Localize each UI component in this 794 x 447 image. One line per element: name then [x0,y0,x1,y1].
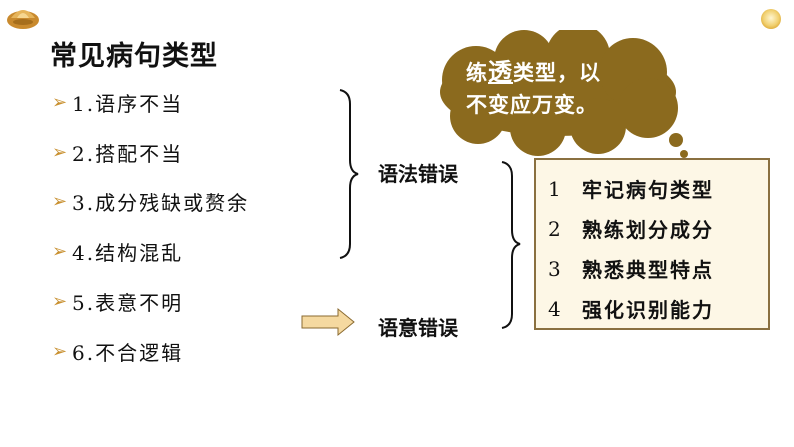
list-item-label: 6.不合逻辑 [72,341,184,365]
category-meaning-error: 语意错误 [378,316,458,340]
tip-item: 3 熟悉典型特点 [548,254,714,283]
list-item-label: 5.表意不明 [72,291,184,315]
brace-right-group [501,161,521,329]
tip-label: 强化识别能力 [582,298,714,322]
chevron-right-icon: ➢ [52,241,68,262]
list-item: ➢ 5.表意不明 [52,287,183,316]
list-item: ➢ 3.成分残缺或赘余 [52,187,249,216]
sun-icon [761,9,781,29]
list-item: ➢ 2.搭配不当 [52,138,183,167]
lotus-logo-icon [7,10,39,29]
list-item: ➢ 1.语序不当 [52,88,183,117]
cloud-text-suffix: 类型，以 [513,61,601,85]
tip-number: 4 [548,296,561,321]
thought-cloud [440,30,688,158]
tip-item: 2 熟练划分成分 [548,214,714,243]
tip-label: 牢记病句类型 [582,178,714,202]
tip-number: 3 [548,256,561,281]
tip-number: 2 [548,216,561,241]
tip-label: 熟悉典型特点 [582,258,714,282]
chevron-right-icon: ➢ [52,291,68,312]
cloud-text-prefix: 练 [466,61,488,85]
list-item: ➢ 4.结构混乱 [52,237,183,266]
tip-item: 4 强化识别能力 [548,294,714,323]
brace-left-group [339,89,359,259]
cloud-text: 练透类型，以 不变应万变。 [466,56,666,121]
chevron-right-icon: ➢ [52,191,68,212]
chevron-right-icon: ➢ [52,341,68,362]
tip-number: 1 [548,176,561,201]
list-item: ➢ 6.不合逻辑 [52,337,183,366]
chevron-right-icon: ➢ [52,142,68,163]
list-item-label: 1.语序不当 [72,92,184,116]
list-item-label: 3.成分残缺或赘余 [72,191,250,215]
tip-label: 熟练划分成分 [582,218,714,242]
tip-item: 1 牢记病句类型 [548,174,714,203]
category-grammar-error: 语法错误 [378,162,458,186]
right-arrow-icon [301,307,355,337]
list-item-label: 2.搭配不当 [72,142,184,166]
chevron-right-icon: ➢ [52,92,68,113]
page-title: 常见病句类型 [50,41,218,72]
list-item-label: 4.结构混乱 [72,241,184,265]
cloud-text-highlight: 透 [488,58,513,86]
tips-box: 1 牢记病句类型 2 熟练划分成分 3 熟悉典型特点 4 强化识别能力 [534,158,770,330]
cloud-text-line2: 不变应万变。 [466,93,598,117]
